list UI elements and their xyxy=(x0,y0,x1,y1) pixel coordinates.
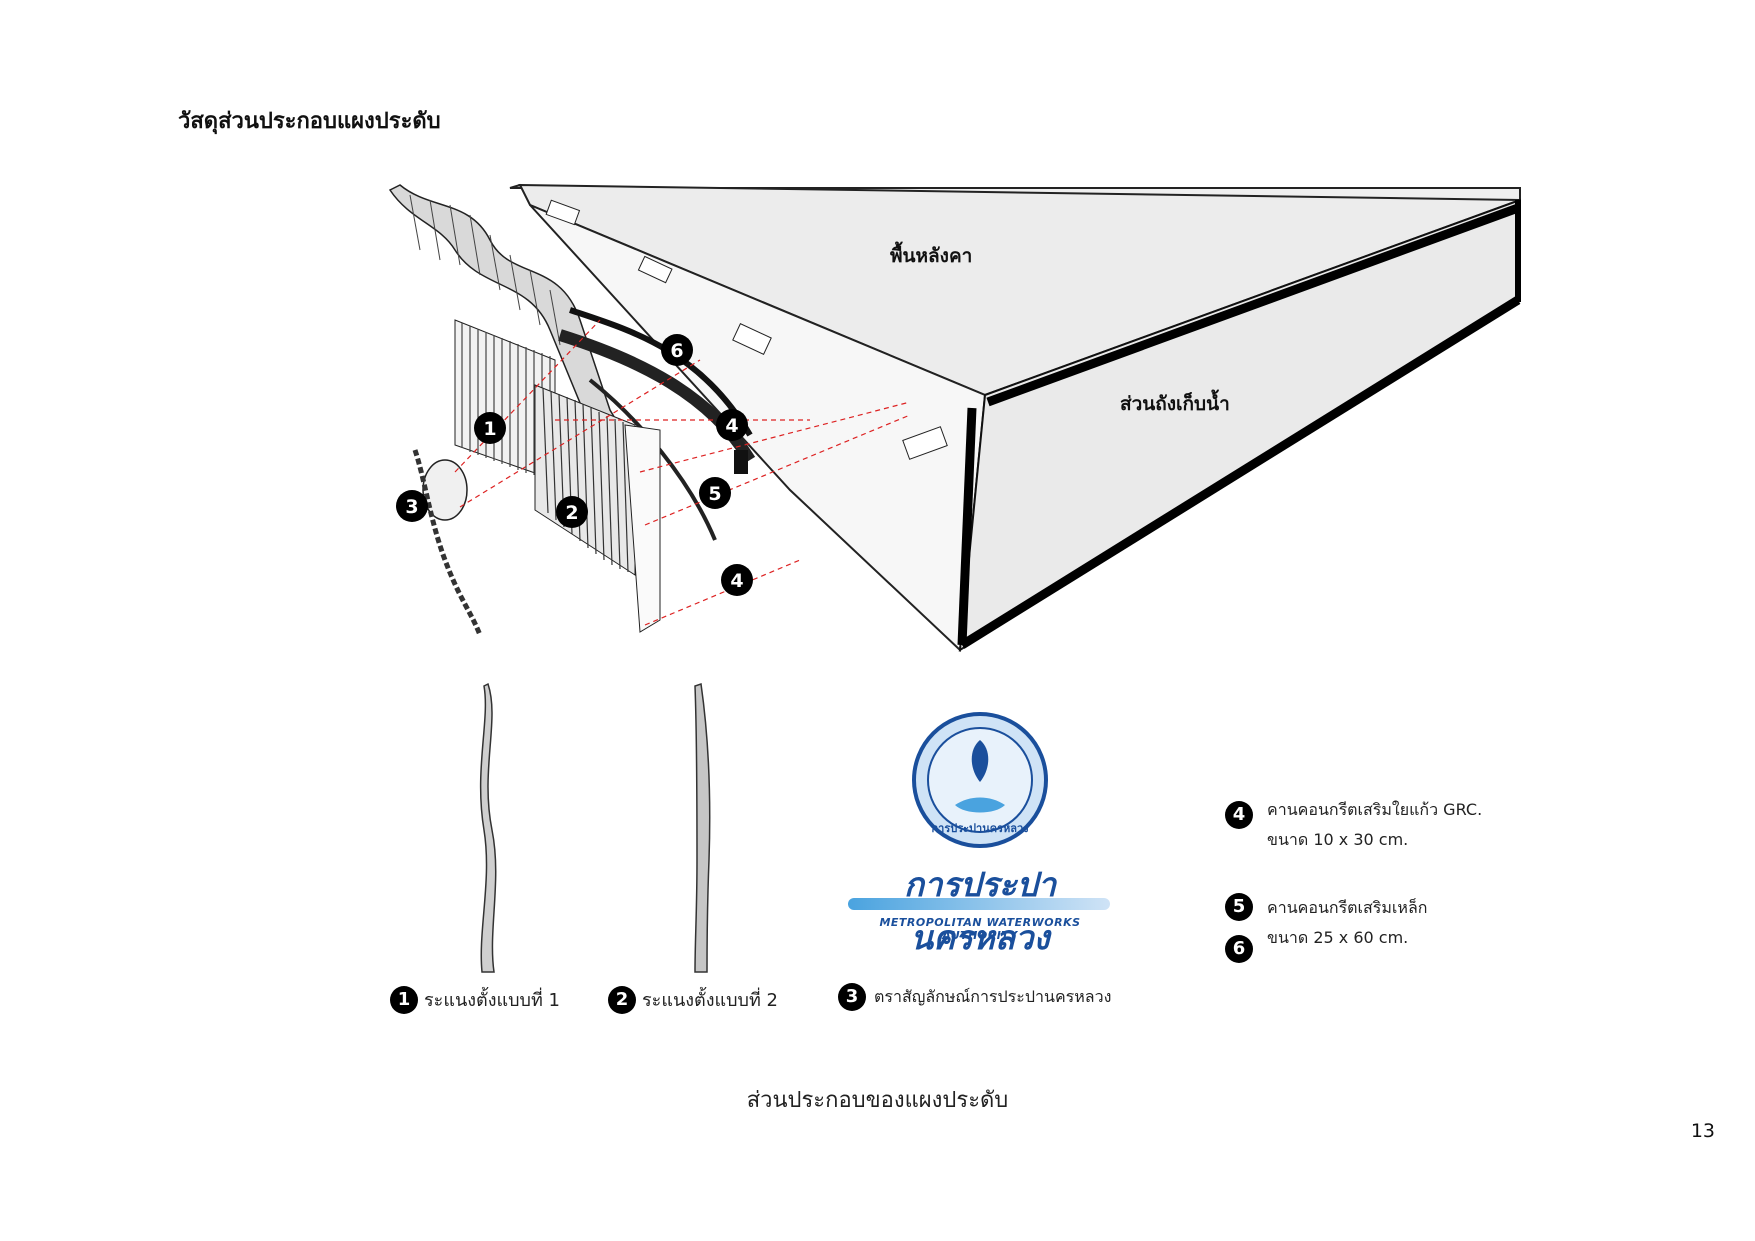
legend-beam-grc-line2: ขนาด 10 x 30 cm. xyxy=(1267,830,1409,849)
legend-beam-steel-line1: คานคอนกรีตเสริมเหล็ก xyxy=(1267,898,1428,917)
svg-text:การประปานครหลวง: การประปานครหลวง xyxy=(931,822,1028,835)
legend-beam-grc-line1: คานคอนกรีตเสริมใยแก้ว GRC. xyxy=(1267,800,1483,819)
legend-beam-grc: 4 คานคอนกรีตเสริมใยแก้ว GRC. ขนาด 10 x 3… xyxy=(1225,795,1482,855)
fin-type-2-illustration xyxy=(694,683,711,973)
svg-text:5: 5 xyxy=(708,483,721,505)
legend-number-2: 2 xyxy=(608,985,636,1014)
page-number: 13 xyxy=(1690,1120,1715,1142)
figure-caption: ส่วนประกอบของแผงประดับ xyxy=(746,1088,1009,1113)
legend-beam-steel-line2: ขนาด 25 x 60 cm. xyxy=(1267,928,1409,947)
marker-4-bottom: 4 xyxy=(721,564,753,596)
mwa-wave xyxy=(848,898,1110,910)
svg-text:6: 6 xyxy=(670,340,683,362)
svg-text:1: 1 xyxy=(483,418,496,440)
fin-panel-2 xyxy=(534,384,636,576)
fin-type-1-illustration xyxy=(479,682,497,973)
marker-2: 2 xyxy=(556,496,588,528)
legend-fin-2-text: ระแนงตั้งแบบที่ 2 xyxy=(642,990,779,1011)
legend-fin-1: 1 ระแนงตั้งแบบที่ 1 xyxy=(390,985,560,1014)
svg-text:3: 3 xyxy=(405,496,418,518)
legend-beam-steel: 5 6 คานคอนกรีตเสริมเหล็ก ขนาด 25 x 60 cm… xyxy=(1225,893,1427,963)
mwa-seal: การประปานครหลวง xyxy=(912,712,1048,848)
tank-label: ส่วนถังเก็บน้ำ xyxy=(1120,389,1230,415)
legend-number-5: 5 xyxy=(1225,893,1253,921)
legend-fin-1-text: ระแนงตั้งแบบที่ 1 xyxy=(424,990,561,1011)
mwa-english-name: METROPOLITAN WATERWORKS AUTHORITY xyxy=(879,916,1081,942)
legend-number-1: 1 xyxy=(390,985,418,1014)
marker-5: 5 xyxy=(699,477,731,509)
svg-text:2: 2 xyxy=(565,502,578,524)
legend-fin-2: 2 ระแนงตั้งแบบที่ 2 xyxy=(608,985,778,1014)
legend-number-4: 4 xyxy=(1225,801,1253,829)
svg-text:4: 4 xyxy=(725,415,738,437)
marker-3: 3 xyxy=(396,490,428,522)
page-heading: วัสดุส่วนประกอบแผงประดับ xyxy=(178,109,441,134)
mwa-thai-name: การประปานครหลวง xyxy=(903,865,1057,957)
marker-6: 6 xyxy=(661,334,693,366)
svg-text:4: 4 xyxy=(730,570,743,592)
exploded-diagram: พื้นหลังคา ส่วนถังเก็บน้ำ 1 2 3 4 5 6 4 xyxy=(388,183,1521,653)
legend-emblem-text: ตราสัญลักษณ์การประปานครหลวง xyxy=(874,986,1112,1006)
roof-label: พื้นหลังคา xyxy=(890,241,972,267)
marker-1: 1 xyxy=(474,412,506,444)
legend-number-6: 6 xyxy=(1225,935,1253,963)
marker-4-top: 4 xyxy=(716,409,748,441)
legend-emblem: 3 ตราสัญลักษณ์การประปานครหลวง xyxy=(838,983,1111,1011)
legend-number-3: 3 xyxy=(838,983,866,1011)
emblem-disc xyxy=(422,459,468,521)
curved-beam-grc-bottom xyxy=(588,378,717,541)
